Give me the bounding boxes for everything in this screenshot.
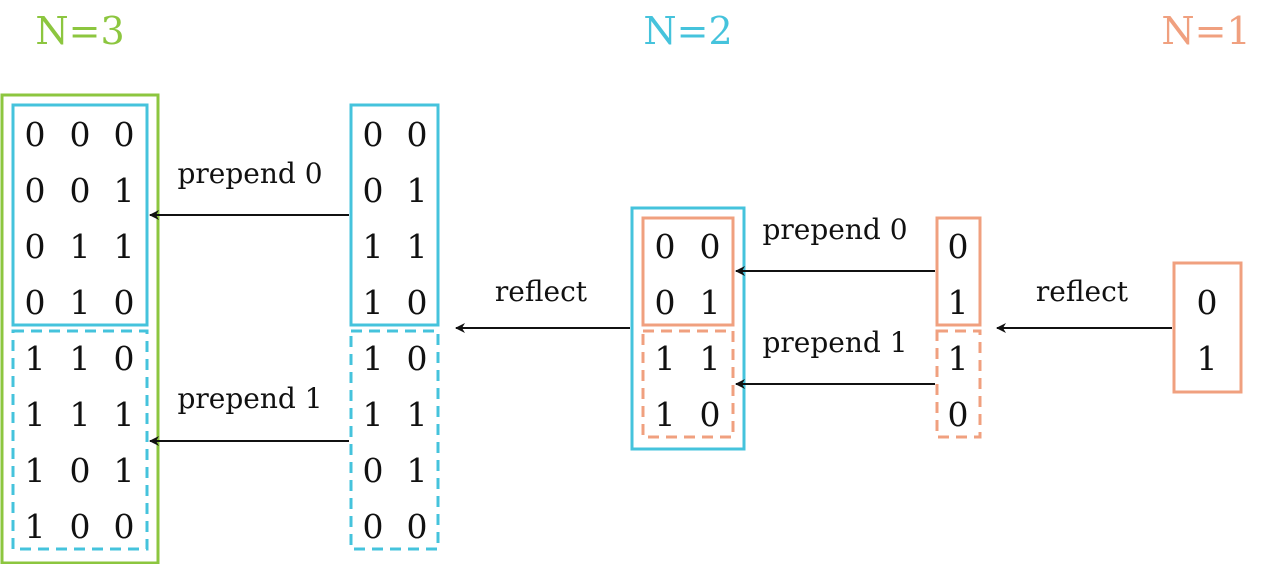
- n3-table-bottom-digit: 1: [70, 339, 91, 378]
- n3-table-top-digit: 1: [70, 283, 91, 322]
- label-reflect-mid: reflect: [495, 275, 588, 308]
- n2-expanded-top-digit: 0: [363, 171, 384, 210]
- n3-bottom-block-frame: [11, 329, 149, 551]
- label-prepend1-left: prepend 1: [177, 382, 322, 415]
- n2-table-top-digit: 0: [700, 227, 721, 266]
- n1-expanded-top-frame: [935, 216, 982, 327]
- n2-expanded-bottom-frame: [349, 329, 440, 551]
- label-prepend0-right: prepend 0: [762, 213, 907, 246]
- n2-table-top-digit: 0: [655, 283, 676, 322]
- n1-expanded-bottom-digit: 0: [948, 395, 969, 434]
- n3-table-bottom-digit: 1: [114, 451, 135, 490]
- n3-table-bottom-digit: 1: [25, 451, 46, 490]
- n1-table-top-digit: 0: [1197, 283, 1218, 322]
- n2-expanded-bottom-digit: 1: [407, 451, 428, 490]
- n3-table-top-digit: 0: [114, 283, 135, 322]
- n3-table-top-digit: 0: [25, 115, 46, 154]
- n3-table-bottom-digit: 0: [70, 507, 91, 546]
- n2-table-bottom-digit: 1: [655, 339, 676, 378]
- n2-expanded-top-digit: 0: [407, 283, 428, 322]
- n3-table-top-digit: 0: [25, 227, 46, 266]
- label-prepend1-right: prepend 1: [762, 326, 907, 359]
- n3-table-bottom-digit: 0: [70, 451, 91, 490]
- n2-expanded-top-digit: 0: [363, 115, 384, 154]
- n3-table-top-digit: 1: [70, 227, 91, 266]
- n2-expanded-top-frame: [349, 103, 440, 327]
- n2-expanded-bottom-digit: 1: [407, 395, 428, 434]
- n2-expanded-bottom-digit: 0: [407, 339, 428, 378]
- n2-expanded-top-digit: 1: [407, 171, 428, 210]
- n2-expanded-bottom-digit: 0: [363, 507, 384, 546]
- n3-top-block-frame: [11, 103, 149, 327]
- n3-table-bottom-digit: 0: [114, 339, 135, 378]
- label-prepend0-left: prepend 0: [177, 157, 322, 190]
- n3-table-top-digit: 1: [114, 171, 135, 210]
- n2-expanded-bottom-digit: 0: [407, 507, 428, 546]
- n1-expanded-bottom-digit: 1: [948, 339, 969, 378]
- n1-expanded-bottom-frame: [935, 329, 982, 439]
- n2-expanded-top-digit: 1: [363, 227, 384, 266]
- n1-frame: [1172, 261, 1243, 394]
- n2-bottom-block-frame: [641, 329, 735, 439]
- n2-expanded-bottom-digit: 0: [363, 451, 384, 490]
- n3-table-bottom-digit: 0: [114, 507, 135, 546]
- n1-table-top-digit: 1: [1197, 339, 1218, 378]
- header-n3: N=3: [35, 9, 124, 53]
- header-n2: N=2: [643, 9, 732, 53]
- n3-table-bottom-digit: 1: [114, 395, 135, 434]
- n3-table-bottom-digit: 1: [25, 339, 46, 378]
- n3-outer-frame: [0, 93, 160, 564]
- n2-expanded-bottom-digit: 1: [363, 339, 384, 378]
- n2-table-top-digit: 1: [700, 283, 721, 322]
- n3-table-bottom-digit: 1: [25, 507, 46, 546]
- n1-expanded-top-digit: 1: [948, 283, 969, 322]
- n2-expanded-bottom-digit: 1: [363, 395, 384, 434]
- n2-table-top-digit: 0: [655, 227, 676, 266]
- n3-table-top-digit: 0: [114, 115, 135, 154]
- n3-table-top-digit: 0: [70, 171, 91, 210]
- n3-table-top-digit: 1: [114, 227, 135, 266]
- n2-outer-frame: [630, 206, 746, 451]
- n3-table-top-digit: 0: [70, 115, 91, 154]
- n2-expanded-top-digit: 1: [363, 283, 384, 322]
- n2-table-bottom-digit: 0: [700, 395, 721, 434]
- n2-table-bottom-digit: 1: [700, 339, 721, 378]
- n1-expanded-top-digit: 0: [948, 227, 969, 266]
- label-reflect-right: reflect: [1036, 275, 1129, 308]
- header-n1: N=1: [1161, 9, 1250, 53]
- n3-table-top-digit: 0: [25, 283, 46, 322]
- n2-expanded-top-digit: 0: [407, 115, 428, 154]
- n2-expanded-top-digit: 1: [407, 227, 428, 266]
- n3-table-bottom-digit: 1: [25, 395, 46, 434]
- n2-top-block-frame: [641, 216, 735, 327]
- n3-table-bottom-digit: 1: [70, 395, 91, 434]
- n3-table-top-digit: 0: [25, 171, 46, 210]
- n2-table-bottom-digit: 1: [655, 395, 676, 434]
